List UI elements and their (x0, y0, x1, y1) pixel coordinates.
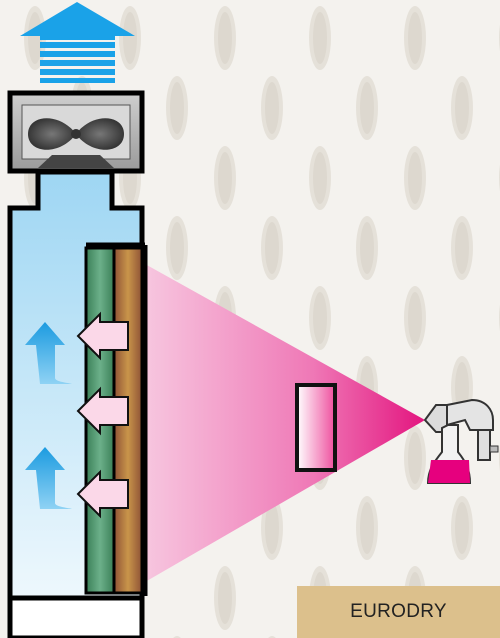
moisture-arrow-icon (76, 386, 129, 436)
exhaust-arrow-icon (20, 2, 135, 83)
moisture-arrow-icon (76, 311, 129, 361)
brand-label: EURODRY (297, 586, 500, 638)
coated-panel (295, 383, 337, 472)
moisture-arrow-icon (76, 469, 129, 519)
air-up-arrow-icon (25, 447, 72, 509)
fan-icon (28, 118, 124, 150)
spray-cone (145, 264, 425, 582)
air-up-arrow-icon (25, 322, 72, 384)
column-base (7, 595, 145, 638)
fan-housing (7, 90, 145, 174)
spray-gun-icon (423, 398, 499, 484)
